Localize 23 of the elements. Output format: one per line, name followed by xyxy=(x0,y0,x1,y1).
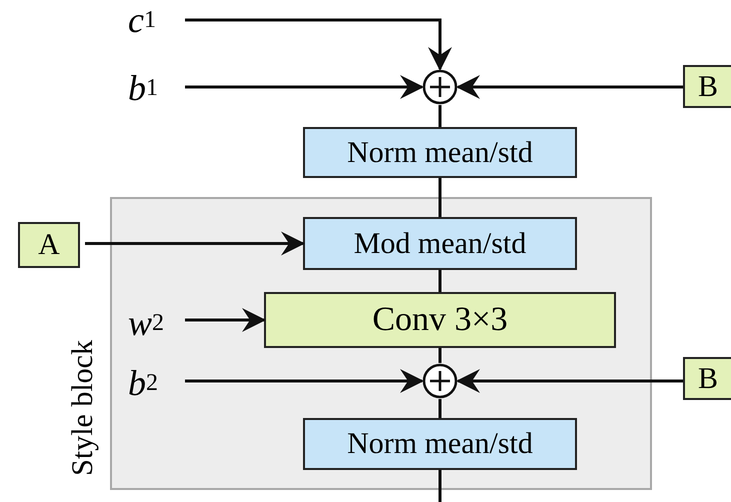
input-box: A xyxy=(18,222,80,268)
norm-box: Mod mean/std xyxy=(303,217,577,270)
connector-line xyxy=(438,105,442,127)
arrow xyxy=(185,308,266,332)
input-box: Conv 3×3 xyxy=(264,292,616,348)
connector-line xyxy=(438,178,442,217)
input-box: B xyxy=(683,357,731,400)
group-title: Style block xyxy=(68,340,98,476)
sum-node xyxy=(422,69,458,105)
connector-line xyxy=(438,348,442,363)
arrow xyxy=(456,369,683,393)
sum-node xyxy=(422,363,458,399)
norm-box: Norm mean/std xyxy=(303,418,577,470)
connector-line xyxy=(438,270,442,292)
input-box: B xyxy=(683,65,731,108)
arrow xyxy=(185,369,424,393)
arrow xyxy=(456,75,683,99)
norm-box: Norm mean/std xyxy=(303,127,577,178)
connector-line xyxy=(438,470,442,502)
connector-line xyxy=(438,399,442,418)
arrow xyxy=(85,232,305,256)
arrow xyxy=(185,18,452,71)
arrow xyxy=(185,75,424,99)
